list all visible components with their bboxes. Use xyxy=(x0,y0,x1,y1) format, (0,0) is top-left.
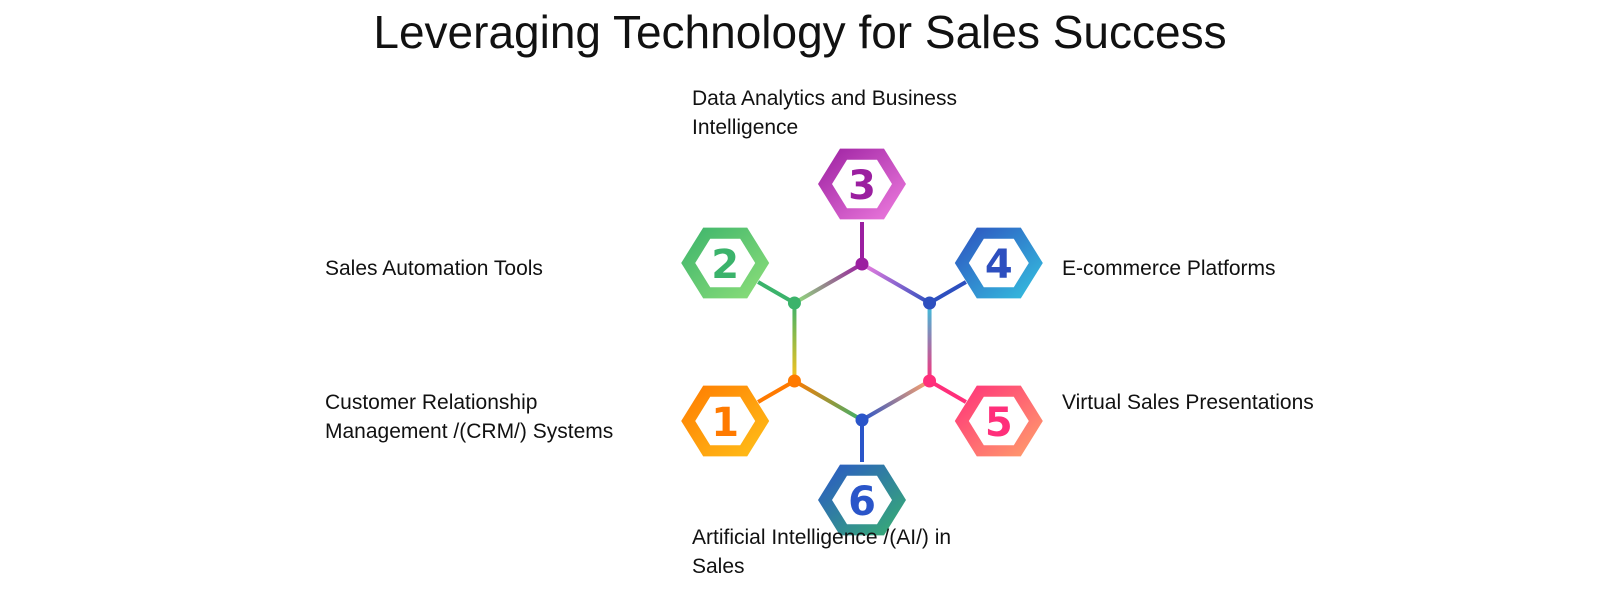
hexagon-item-3: 3 xyxy=(818,148,906,220)
connector-line xyxy=(757,280,796,305)
hexagon-item-5: 5 xyxy=(954,385,1043,457)
connector-dot xyxy=(855,413,869,427)
ring-edge xyxy=(860,262,932,305)
hexagon-inner xyxy=(695,396,756,446)
hexagon-item-6: 6 xyxy=(818,464,906,536)
hexagon-item-1: 1 xyxy=(681,385,770,457)
label-item-1: Customer Relationship Management /(CRM/)… xyxy=(325,388,613,446)
ring-edge xyxy=(792,379,864,422)
hexagon-inner xyxy=(695,238,756,288)
connector-dot xyxy=(855,257,869,271)
hexagon-number: 4 xyxy=(985,242,1013,288)
connectors xyxy=(757,222,967,462)
connector-line xyxy=(757,379,796,404)
label-item-2: Sales Automation Tools xyxy=(325,254,543,283)
connector-dot xyxy=(787,296,801,310)
hexagon-number: 5 xyxy=(985,400,1013,446)
hexagon-inner xyxy=(968,396,1029,446)
hexagon-number: 2 xyxy=(711,242,739,288)
ring-edge xyxy=(860,379,932,422)
connector-dot xyxy=(923,374,937,388)
label-item-3: Data Analytics and Business Intelligence xyxy=(692,84,957,142)
label-item-6: Artificial Intelligence /(AI/) in Sales xyxy=(692,523,951,581)
connector-dot xyxy=(923,296,937,310)
hexagon-number: 3 xyxy=(848,163,876,209)
hexagon-item-4: 4 xyxy=(954,227,1043,299)
hexagon-item-2: 2 xyxy=(681,227,770,299)
label-line: Sales xyxy=(692,555,745,578)
label-line: Virtual Sales Presentations xyxy=(1062,391,1314,414)
connector-dot xyxy=(787,374,801,388)
hexagon-inner xyxy=(968,238,1029,288)
connector-line xyxy=(928,280,967,305)
label-line: Management /(CRM/) Systems xyxy=(325,420,614,443)
hexagon-inner xyxy=(832,475,892,525)
label-line: Sales Automation Tools xyxy=(325,257,543,280)
numbered-hexagons: 1 2 3 4 5 6 xyxy=(681,148,1043,536)
label-line: E-commerce Platforms xyxy=(1062,257,1276,280)
label-line: Customer Relationship xyxy=(325,391,538,414)
hexagon-number: 6 xyxy=(848,479,876,525)
label-item-5: Virtual Sales Presentations xyxy=(1062,388,1314,417)
central-ring xyxy=(792,262,932,422)
label-line: Artificial Intelligence /(AI/) in xyxy=(692,526,952,549)
label-line: Intelligence xyxy=(692,116,799,139)
hexagon-number: 1 xyxy=(711,400,739,446)
label-line: Data Analytics and Business xyxy=(692,87,957,110)
connector-line xyxy=(928,379,967,404)
page-title: Leveraging Technology for Sales Success xyxy=(373,6,1227,58)
ring-edge xyxy=(792,262,864,305)
label-item-4: E-commerce Platforms xyxy=(1062,254,1276,283)
hexagon-inner xyxy=(832,159,892,209)
